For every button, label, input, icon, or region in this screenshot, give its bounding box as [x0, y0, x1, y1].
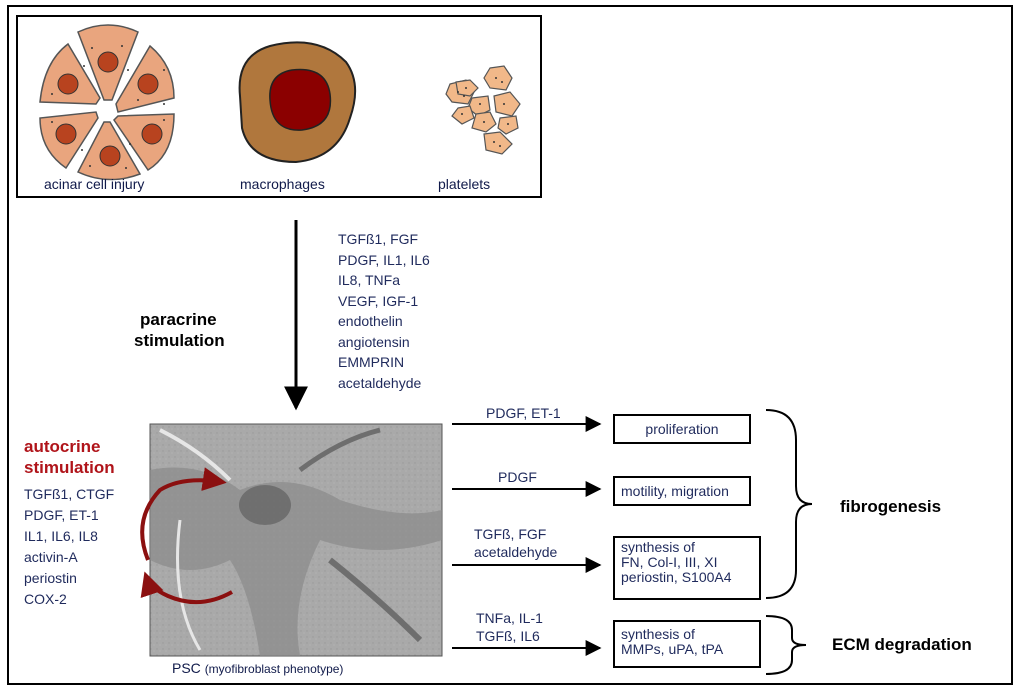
arrow-factor: TGFß, IL6 — [476, 628, 540, 644]
fibrogenesis-brace — [765, 409, 813, 599]
acinar-cells-illustration — [39, 24, 175, 181]
autocrine-factor: IL1, IL6, IL8 — [24, 528, 98, 544]
fibrogenesis-label: fibrogenesis — [840, 497, 942, 516]
arrow-factor: TGFß, FGF — [474, 526, 547, 542]
autocrine-factor: periostin — [24, 570, 77, 586]
effect-text: synthesis of — [621, 626, 695, 642]
acinar-label: acinar cell injury — [44, 176, 145, 192]
paracrine-factor-list: TGFß1, FGF PDGF, IL1, IL6 IL8, TNFa VEGF… — [338, 229, 430, 393]
effect-box-proliferation: proliferation — [613, 414, 751, 444]
effect-box-synthesis-ecm: synthesis of FN, Col-I, III, XI periosti… — [613, 536, 761, 600]
effect-text: motility, migration — [621, 483, 729, 499]
arrow-factor: TNFa, IL-1 — [476, 610, 543, 626]
paracrine-label-1: paracrine — [140, 310, 217, 329]
effect-text: proliferation — [645, 421, 719, 437]
paracrine-factor: TGFß1, FGF — [338, 231, 419, 247]
arrow-label-proliferation: PDGF, ET-1 — [486, 403, 561, 424]
ecm-degradation-label: ECM degradation — [832, 635, 972, 654]
paracrine-factor: PDGF, IL1, IL6 — [338, 251, 430, 268]
arrow-factor: acetaldehyde — [474, 544, 558, 560]
psc-caption: PSC (myofibroblast phenotype) — [172, 660, 343, 676]
psc-micrograph — [149, 423, 443, 657]
autocrine-label-2: stimulation — [24, 458, 115, 477]
autocrine-factor: COX-2 — [24, 591, 67, 607]
paracrine-factor: acetaldehyde — [338, 374, 422, 391]
arrow-label-synthesis-ecm: TGFß, FGF acetaldehyde — [474, 525, 557, 561]
arrow-label-migration: PDGF — [498, 467, 537, 488]
paracrine-label-2: stimulation — [134, 331, 225, 350]
paracrine-factor: VEGF, IGF-1 — [338, 292, 419, 309]
effect-text: synthesis of — [621, 539, 695, 555]
autocrine-factor: activin-A — [24, 549, 78, 565]
psc-caption-main: PSC — [172, 660, 201, 676]
autocrine-label-1: autocrine — [24, 437, 101, 456]
psc-caption-sub: (myofibroblast phenotype) — [204, 662, 344, 676]
figure-frame — [7, 5, 1013, 685]
cell-sources-panel — [16, 15, 542, 198]
effect-text: periostin, S100A4 — [621, 569, 732, 585]
effect-box-synthesis-mmp: synthesis of MMPs, uPA, tPA — [613, 620, 761, 668]
effect-text: MMPs, uPA, tPA — [621, 641, 724, 657]
effect-box-migration: motility, migration — [613, 476, 751, 506]
arrow-factor: PDGF, ET-1 — [486, 405, 561, 421]
arrow-label-synthesis-mmp: TNFa, IL-1 TGFß, IL6 — [476, 609, 543, 645]
paracrine-factor: EMMPRIN — [338, 354, 405, 370]
paracrine-factor: IL8, TNFa — [338, 272, 400, 288]
ecm-degradation-brace — [765, 615, 807, 675]
arrow-factor: PDGF — [498, 469, 537, 485]
platelets-illustration — [445, 65, 521, 155]
autocrine-factor: TGFß1, CTGF — [24, 486, 115, 502]
platelet-label: platelets — [438, 176, 491, 192]
autocrine-loop-arrows — [140, 467, 233, 605]
paracrine-factor: endothelin — [338, 313, 403, 329]
macrophage-label: macrophages — [240, 176, 325, 192]
effect-text: FN, Col-I, III, XI — [621, 554, 718, 570]
autocrine-factor-list: TGFß1, CTGF PDGF, ET-1 IL1, IL6, IL8 act… — [24, 484, 114, 610]
autocrine-factor: PDGF, ET-1 — [24, 507, 99, 523]
macrophage-illustration — [238, 41, 357, 164]
paracrine-factor: angiotensin — [338, 333, 410, 350]
